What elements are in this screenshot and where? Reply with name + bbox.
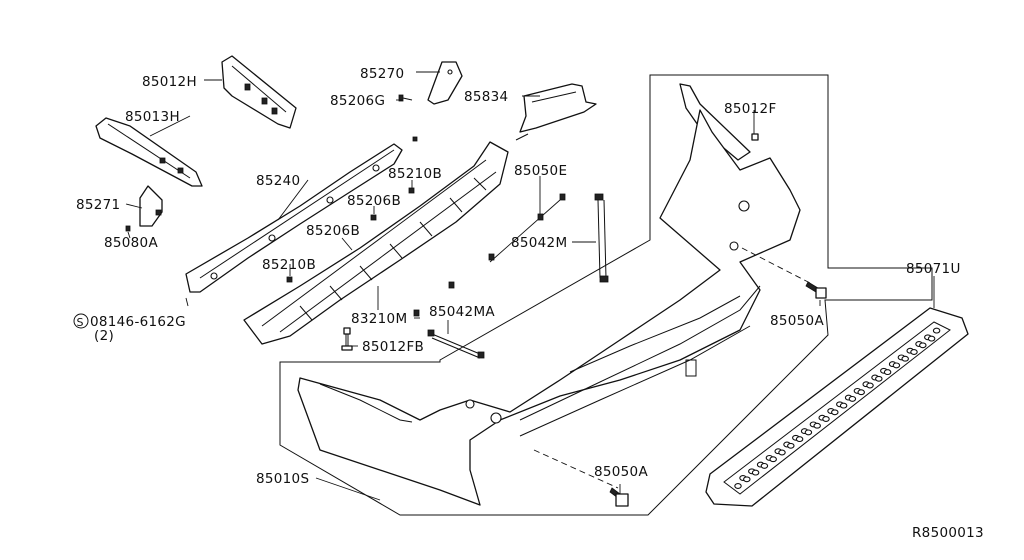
stay-85042m	[594, 193, 609, 283]
grille-opening	[883, 369, 892, 376]
label-85834: 85834	[464, 89, 508, 105]
grille-opening	[813, 422, 821, 429]
clip-85210b-low	[286, 276, 293, 283]
grille-opening	[857, 389, 865, 396]
beam-83210m	[243, 141, 509, 345]
label-85012f: 85012F	[724, 101, 777, 117]
grille-opening	[795, 436, 804, 443]
leader-lines	[125, 71, 935, 501]
label-85206g: 85206G	[330, 93, 385, 109]
screw-85050a-bottom	[609, 487, 629, 507]
grille-85071u	[705, 307, 969, 507]
grille-opening	[932, 327, 941, 334]
grille-opening	[751, 469, 760, 476]
label-08146-6162g: 08146-6162G	[90, 314, 186, 330]
label-85206b-top: 85206B	[347, 193, 401, 209]
bracket-85013h	[95, 117, 203, 187]
grille-opening	[787, 442, 795, 449]
bracket-85012f	[679, 83, 759, 161]
label-85210b-top: 85210B	[388, 166, 442, 182]
grille-opening	[778, 449, 786, 456]
label-85050a-right: 85050A	[770, 313, 824, 329]
label-85012fb: 85012FB	[362, 339, 424, 355]
grille-opening	[927, 335, 936, 342]
label-85240: 85240	[256, 173, 300, 189]
bumper-fascia-85010s	[297, 109, 801, 506]
bracket-85271	[125, 185, 163, 232]
grille-opening	[822, 416, 830, 422]
grille-opening	[848, 395, 857, 402]
alignment-line-right	[741, 247, 813, 285]
label-85270: 85270	[360, 66, 404, 82]
grille-opening	[769, 456, 777, 463]
label-08146-qty: (2)	[94, 328, 114, 344]
label-85012h: 85012H	[142, 74, 197, 90]
label-85206b-mid: 85206B	[306, 223, 360, 239]
assembly-frame	[279, 74, 933, 516]
label-85271: 85271	[76, 197, 120, 213]
label-85042ma: 85042MA	[429, 304, 495, 320]
label-85071u: 85071U	[906, 261, 961, 277]
symbol-circle	[73, 313, 89, 329]
label-85210b-low: 85210B	[262, 257, 316, 273]
label-85050e: 85050E	[514, 163, 567, 179]
grille-opening	[760, 462, 769, 469]
grille-opening	[804, 429, 813, 436]
label-85050a-bottom: 85050A	[594, 464, 648, 480]
label-85042m: 85042M	[511, 235, 567, 251]
grille-opening	[901, 355, 909, 362]
grille-opening	[734, 483, 742, 489]
bracket-85270	[398, 61, 463, 105]
rail-85240	[185, 143, 403, 293]
clip-85206b-top	[370, 214, 377, 221]
label-08146-group: S 08146-6162G (2)	[73, 313, 186, 344]
label-85010s: 85010S	[256, 471, 309, 487]
pin-85012fb	[341, 327, 353, 351]
label-08146-symbol: S	[77, 316, 84, 329]
label-85013h: 85013H	[125, 109, 180, 125]
label-85080a: 85080A	[104, 235, 158, 251]
clip-85206b-small	[412, 136, 418, 142]
clips-85050e	[413, 193, 566, 317]
grille-opening	[910, 349, 918, 355]
grille-opening	[892, 362, 901, 369]
bracket-85834	[515, 83, 597, 141]
reference-code: R8500013	[912, 525, 984, 541]
bracket-85012h	[221, 55, 297, 129]
grille-opening	[839, 402, 848, 409]
stay-85042ma	[427, 329, 485, 359]
grille-opening	[919, 342, 927, 349]
label-83210m: 83210M	[351, 311, 407, 327]
screw-85050a-right	[805, 281, 827, 299]
alignment-line-bottom	[533, 449, 619, 489]
clip-85210b-top	[408, 187, 415, 194]
grille-opening	[743, 476, 751, 483]
grille-opening	[831, 409, 839, 416]
grille-opening	[866, 382, 874, 389]
grille-opening	[875, 375, 883, 382]
